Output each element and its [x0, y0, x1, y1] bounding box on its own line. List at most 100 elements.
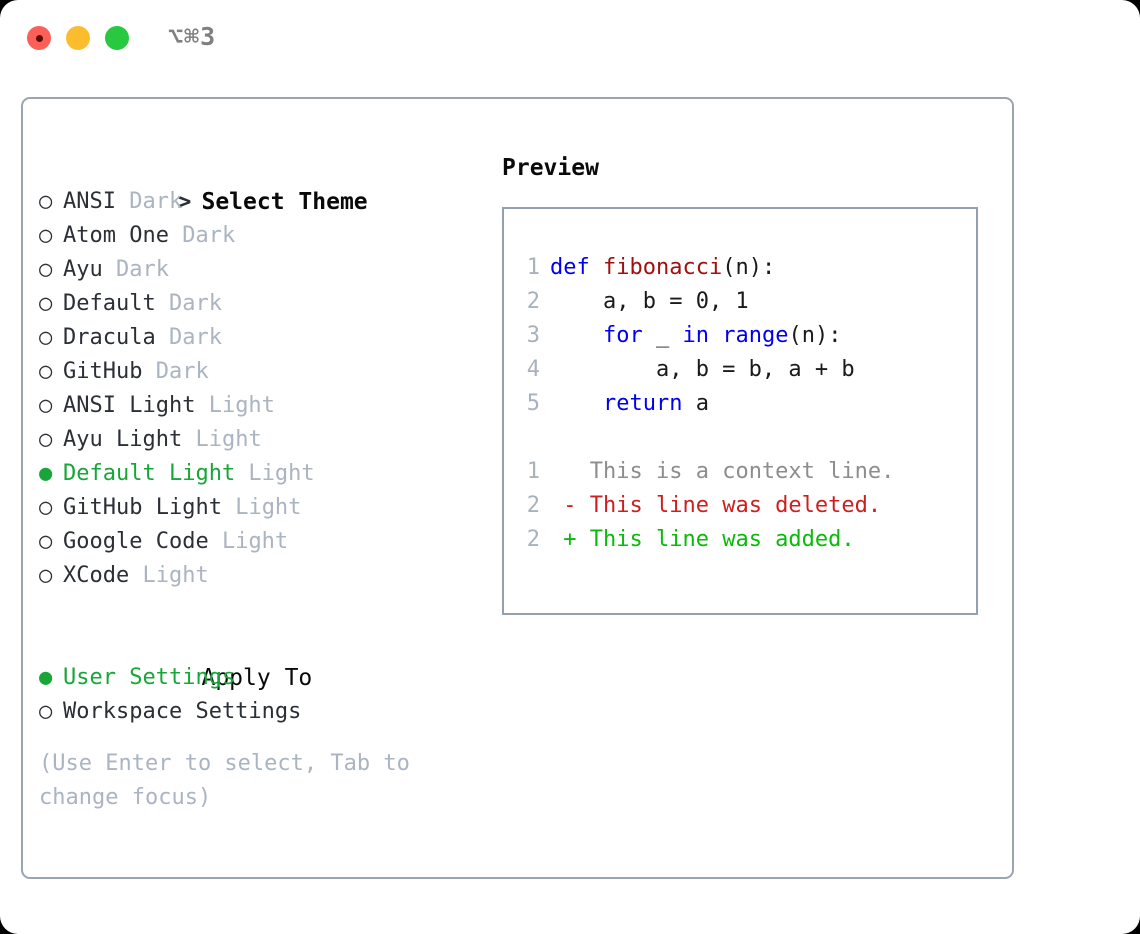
theme-mode-tag: Dark [168, 223, 236, 248]
line-number: 1 [526, 459, 540, 484]
code-token: a [682, 391, 709, 416]
list-spacer [39, 593, 499, 627]
code-token: in range [682, 323, 789, 348]
preview-title: Preview [502, 155, 599, 181]
theme-item-label: Default [63, 291, 156, 316]
radio-selected-icon: ● [39, 461, 53, 486]
theme-mode-tag: Dark [115, 189, 183, 214]
theme-item[interactable]: ○ Default Dark [39, 287, 499, 321]
title-bar: ⌥⌘3 [0, 0, 1140, 78]
theme-mode-tag: Light [208, 529, 289, 554]
close-button[interactable] [27, 26, 51, 50]
code-token: a, b = 0, 1 [550, 289, 749, 314]
theme-item-label: Default Light [63, 461, 236, 486]
diff-text: This line was added. [589, 527, 855, 552]
line-number: 4 [526, 357, 540, 382]
diff-text: This line was deleted. [589, 493, 882, 518]
theme-item-label: Atom One [63, 223, 169, 248]
theme-item[interactable]: ○ ANSI Dark [39, 185, 499, 219]
theme-item[interactable]: ○ Dracula Dark [39, 321, 499, 355]
minimize-button[interactable] [66, 26, 90, 50]
radio-unselected-icon: ○ [39, 529, 53, 554]
select-theme-label: Select Theme [201, 189, 368, 215]
code-line: 2 a, b = 0, 1 [516, 285, 894, 319]
theme-item[interactable]: ○ GitHub Light Light [39, 491, 499, 525]
apply-to-list[interactable]: ● User Settings ○ Workspace Settings [39, 661, 499, 729]
radio-unselected-icon: ○ [39, 359, 53, 384]
theme-item[interactable]: ● Default Light Light [39, 457, 499, 491]
theme-item-label: Ayu [63, 257, 103, 282]
apply-to-item[interactable]: ● User Settings [39, 661, 499, 695]
keyboard-hint: (Use Enter to select, Tab to change focu… [39, 751, 410, 810]
code-token: for [602, 323, 643, 348]
theme-item-label: Ayu Light [63, 427, 183, 452]
theme-item[interactable]: ○ANSI Light Light [39, 389, 499, 423]
code-token: fibonacci [602, 255, 723, 280]
theme-item-label: Dracula [63, 325, 156, 350]
radio-unselected-icon: ○ [39, 495, 53, 520]
zoom-button[interactable] [105, 26, 129, 50]
theme-item-label: ANSI [63, 189, 116, 214]
radio-unselected-icon: ○ [39, 699, 53, 724]
diff-line: 1 This is a context line. [516, 455, 895, 489]
radio-unselected-icon: ○ [39, 427, 53, 452]
code-line: 5 return a [516, 387, 894, 421]
line-number: 2 [526, 289, 540, 314]
diff-sign [550, 459, 590, 484]
traffic-lights [27, 26, 129, 50]
radio-unselected-icon: ○ [39, 563, 53, 588]
line-number: 1 [526, 255, 540, 280]
radio-unselected-icon: ○ [39, 257, 53, 282]
code-token: (n): [788, 323, 842, 348]
theme-mode-tag: Light [235, 461, 315, 486]
radio-unselected-icon: ○ [39, 189, 53, 214]
theme-item-label: GitHub [63, 359, 143, 384]
theme-item-label: Google Code [63, 529, 209, 554]
theme-item-label: ANSI Light [63, 393, 196, 418]
diff-line: 2 - This line was deleted. [516, 489, 894, 523]
line-number: 5 [526, 391, 540, 416]
apply-to-item-label: Workspace Settings [63, 699, 302, 724]
radio-unselected-icon: ○ [39, 223, 53, 248]
code-diff-separator [516, 421, 894, 455]
line-number: 3 [526, 323, 540, 348]
apply-to-item-label: User Settings [63, 665, 236, 690]
diff-sign: - [550, 493, 590, 518]
radio-selected-icon: ● [39, 665, 53, 690]
theme-mode-tag: Light [221, 495, 302, 520]
code-token: a, b = b, a + b [550, 357, 855, 382]
main-panel: >Select Theme ○ANSI Dark○Atom One Dark○A… [21, 97, 1014, 879]
apply-to-label: Apply To [201, 665, 313, 691]
radio-unselected-icon: ○ [39, 325, 53, 350]
code-token: return [602, 391, 683, 416]
theme-item[interactable]: ○ Ayu Light Light [39, 423, 499, 457]
diff-text: This is a context line. [589, 459, 895, 484]
theme-list[interactable]: ○ ANSI Dark ○ Atom One Dark ○ Ayu Dark ○ Defaul… [39, 185, 499, 593]
theme-item-label: XCode [63, 563, 130, 588]
code-token [550, 391, 603, 416]
theme-item[interactable]: ○ XCode Light [39, 559, 499, 593]
line-number: 2 [526, 493, 540, 518]
code-token: _ [642, 323, 683, 348]
code-token: (n): [722, 255, 776, 280]
theme-item[interactable]: ○GitHub Dark [39, 355, 499, 389]
theme-mode-tag: Dark [155, 325, 222, 350]
theme-item[interactable]: ○ Atom One Dark [39, 219, 499, 253]
theme-mode-tag: Light [129, 563, 209, 588]
select-theme-header: > Select Theme [39, 151, 499, 215]
theme-item[interactable]: ○Ayu Dark [39, 253, 499, 287]
theme-mode-tag: Light [195, 393, 275, 418]
diff-line: 2 + This line was added. [516, 523, 894, 557]
theme-mode-tag: Dark [155, 291, 222, 316]
apply-to-item[interactable]: ○ Workspace Settings [39, 695, 499, 729]
theme-item-label: GitHub Light [63, 495, 222, 520]
theme-item[interactable]: ○ Google Code Light [39, 525, 499, 559]
apply-to-header: ○Apply To [39, 627, 499, 691]
theme-mode-tag: Light [182, 427, 262, 452]
radio-unselected-icon: ○ [39, 291, 53, 316]
cursor-caret-icon: > [177, 189, 192, 215]
